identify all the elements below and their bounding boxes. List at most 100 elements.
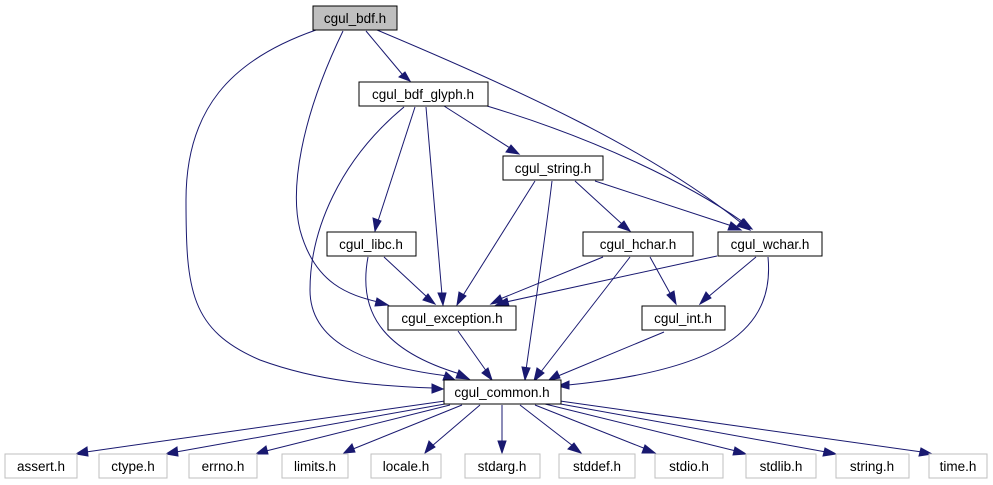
arrowhead-icon bbox=[738, 218, 754, 230]
arrowhead-icon bbox=[374, 297, 390, 307]
arrowhead-icon bbox=[437, 292, 447, 307]
edge-common-to-string bbox=[554, 402, 827, 453]
edge-libc-to-common bbox=[365, 256, 461, 375]
arrowhead-icon bbox=[424, 440, 436, 455]
edge-common-to-stdlib bbox=[544, 403, 737, 452]
node-cgul-exception[interactable]: cgul_exception.h bbox=[387, 305, 517, 331]
arrowhead-icon bbox=[398, 71, 412, 82]
arrowhead-icon bbox=[521, 366, 531, 382]
node-label: cgul_hchar.h bbox=[600, 237, 677, 252]
arrowhead-icon bbox=[74, 446, 89, 457]
node-label: cgul_string.h bbox=[515, 161, 592, 176]
node-label: cgul_bdf.h bbox=[324, 11, 386, 26]
arrowhead-icon bbox=[497, 440, 507, 455]
arrowhead-icon bbox=[342, 443, 356, 454]
edge-common-to-time bbox=[559, 400, 923, 453]
node-label: assert.h bbox=[17, 459, 65, 474]
node-label: cgul_exception.h bbox=[401, 311, 502, 326]
edge-wchar-to-int bbox=[707, 256, 757, 298]
arrowhead-icon bbox=[455, 369, 471, 380]
node-time-h: time.h bbox=[928, 453, 988, 479]
edge-common-to-stddef bbox=[519, 404, 574, 447]
arrowhead-icon bbox=[547, 370, 561, 381]
edge-common-to-errno bbox=[265, 404, 451, 452]
node-assert-h: assert.h bbox=[4, 453, 78, 479]
arrowhead-icon bbox=[489, 294, 504, 305]
edge-root-to-exception bbox=[296, 30, 379, 303]
node-stdarg-h: stdarg.h bbox=[464, 453, 541, 479]
node-cgul-string[interactable]: cgul_string.h bbox=[502, 155, 604, 181]
node-label: stdlib.h bbox=[760, 459, 803, 474]
node-limits-h: limits.h bbox=[281, 453, 349, 479]
node-ctype-h: ctype.h bbox=[98, 453, 168, 479]
node-label: stdarg.h bbox=[478, 459, 527, 474]
node-cgul-bdf[interactable]: cgul_bdf.h bbox=[312, 5, 398, 31]
arrowhead-icon bbox=[822, 447, 838, 457]
edge-wchar-to-exception bbox=[505, 255, 718, 303]
arrowhead-icon bbox=[556, 380, 570, 390]
arrowhead-icon bbox=[641, 444, 657, 454]
arrowhead-icon bbox=[732, 446, 748, 456]
arrowhead-icon bbox=[431, 383, 445, 394]
arrowhead-icon bbox=[727, 221, 743, 231]
node-errno-h: errno.h bbox=[188, 453, 258, 479]
edge-bdf-glyph-to-common bbox=[309, 106, 449, 377]
edge-string-to-hchar bbox=[574, 180, 623, 225]
arrowhead-icon bbox=[698, 291, 712, 306]
node-label: errno.h bbox=[202, 459, 245, 474]
node-label: cgul_int.h bbox=[654, 311, 712, 326]
edge-string-to-common bbox=[525, 180, 553, 371]
node-cgul-common[interactable]: cgul_common.h bbox=[443, 379, 562, 405]
node-string-h: string.h bbox=[835, 453, 910, 479]
arrowhead-icon bbox=[505, 144, 521, 155]
node-label: time.h bbox=[940, 459, 977, 474]
edge-string-to-wchar bbox=[594, 180, 733, 227]
node-label: cgul_bdf_glyph.h bbox=[372, 87, 474, 102]
edge-common-to-stdio bbox=[534, 404, 647, 450]
arrowhead-icon bbox=[533, 367, 545, 383]
edges bbox=[74, 29, 934, 457]
arrowhead-icon bbox=[164, 446, 179, 457]
node-cgul-int[interactable]: cgul_int.h bbox=[641, 305, 726, 331]
node-locale-h: locale.h bbox=[370, 453, 442, 479]
edge-hchar-to-common bbox=[539, 256, 631, 374]
node-label: cgul_libc.h bbox=[339, 237, 403, 252]
edge-root-to-common bbox=[185, 29, 434, 389]
arrowhead-icon bbox=[567, 442, 583, 454]
edge-bdf-glyph-to-libc bbox=[377, 106, 416, 222]
edge-root-to-wchar bbox=[376, 29, 741, 223]
edge-hchar-to-int bbox=[649, 256, 672, 296]
edge-common-to-limits bbox=[352, 404, 463, 450]
edge-int-to-common bbox=[557, 331, 665, 377]
edge-string-to-exception bbox=[461, 180, 536, 298]
node-stdlib-h: stdlib.h bbox=[745, 453, 817, 479]
edge-bdf-glyph-to-wchar bbox=[486, 105, 744, 223]
arrowhead-icon bbox=[481, 367, 493, 382]
edge-common-to-locale bbox=[431, 404, 481, 447]
edge-wchar-to-common bbox=[567, 256, 770, 386]
node-stddef-h: stddef.h bbox=[558, 453, 636, 479]
node-cgul-wchar[interactable]: cgul_wchar.h bbox=[717, 231, 823, 257]
arrowhead-icon bbox=[456, 291, 467, 307]
node-label: ctype.h bbox=[111, 459, 155, 474]
node-cgul-bdf-glyph[interactable]: cgul_bdf_glyph.h bbox=[358, 81, 489, 107]
edge-common-to-assert bbox=[85, 400, 446, 453]
node-label: locale.h bbox=[383, 459, 430, 474]
node-cgul-hchar[interactable]: cgul_hchar.h bbox=[582, 231, 694, 257]
arrowhead-icon bbox=[372, 217, 382, 233]
node-label: cgul_wchar.h bbox=[731, 237, 810, 252]
node-label: string.h bbox=[850, 459, 894, 474]
edge-bdf-glyph-to-string bbox=[443, 105, 511, 149]
edge-exception-to-common bbox=[457, 330, 488, 373]
node-label: stddef.h bbox=[573, 459, 621, 474]
arrowhead-icon bbox=[254, 445, 269, 455]
edge-bdf-glyph-to-exception bbox=[425, 106, 443, 296]
node-stdio-h: stdio.h bbox=[654, 453, 724, 479]
edge-hchar-to-exception bbox=[499, 256, 604, 300]
arrowhead-icon bbox=[617, 220, 632, 232]
arrowhead-icon bbox=[666, 290, 677, 306]
edge-libc-to-exception bbox=[383, 256, 428, 298]
node-cgul-libc[interactable]: cgul_libc.h bbox=[326, 231, 417, 257]
arrowhead-icon bbox=[422, 293, 437, 305]
